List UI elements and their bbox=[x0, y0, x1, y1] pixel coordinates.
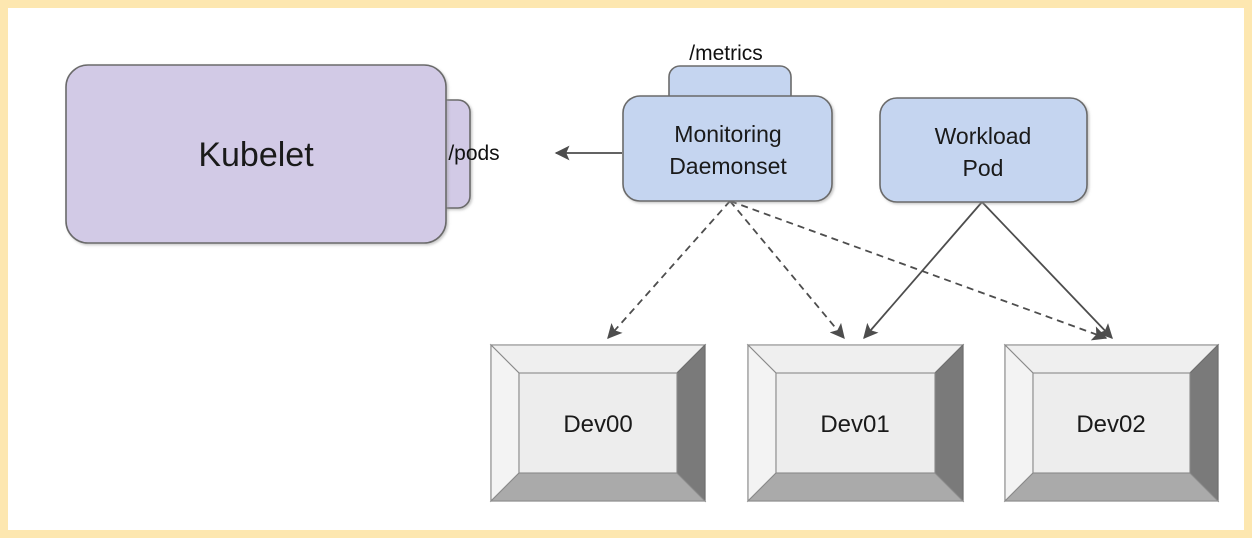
dev02-bevel-top bbox=[1003, 344, 1220, 374]
edge-pod-dev01 bbox=[863, 201, 983, 340]
dev02-bevel-bottom bbox=[1003, 472, 1220, 502]
edge-pod-dev02 bbox=[981, 201, 1113, 339]
monitoring-body bbox=[622, 95, 833, 202]
node-dev02[interactable]: Dev02 bbox=[1003, 343, 1220, 503]
dev01-label: Dev01 bbox=[820, 411, 889, 438]
dev00-label: Dev00 bbox=[563, 411, 632, 438]
workload-pod-body bbox=[879, 97, 1088, 203]
dev01-panel bbox=[775, 372, 936, 474]
kubelet-body bbox=[65, 64, 447, 244]
edge-pods-label: /pods bbox=[448, 142, 499, 165]
edge-mon-dev00 bbox=[607, 200, 731, 340]
edges-monitoring-to-devices bbox=[607, 200, 1108, 341]
dev00-panel bbox=[518, 372, 678, 474]
dev02-panel bbox=[1032, 372, 1191, 474]
node-dev00[interactable]: Dev00 bbox=[489, 343, 707, 503]
edges-workload-to-devices bbox=[863, 201, 1113, 340]
workload-pod-label-line1: Workload bbox=[935, 123, 1032, 149]
node-monitoring-daemonset[interactable]: Monitoring Daemonset bbox=[622, 65, 833, 202]
dev01-bevel-top bbox=[746, 344, 965, 374]
dev00-bevel-top bbox=[489, 344, 707, 374]
metrics-endpoint-label: /metrics bbox=[689, 42, 763, 65]
monitoring-label-line1: Monitoring bbox=[674, 121, 781, 147]
node-kubelet[interactable]: Kubelet bbox=[65, 64, 471, 244]
monitoring-label-line2: Daemonset bbox=[669, 153, 787, 179]
dev00-bevel-bottom bbox=[489, 472, 707, 502]
node-dev01[interactable]: Dev01 bbox=[746, 343, 965, 503]
diagram-svg: Kubelet /pods /metrics Monitoring Daemon… bbox=[65, 42, 1220, 503]
workload-pod-label-line2: Pod bbox=[963, 155, 1004, 181]
edge-mon-dev01 bbox=[729, 200, 845, 340]
kubelet-label: Kubelet bbox=[198, 136, 314, 174]
edge-pods: /pods bbox=[448, 142, 622, 165]
node-workload-pod[interactable]: Workload Pod bbox=[879, 97, 1088, 203]
dev01-bevel-bottom bbox=[746, 472, 965, 502]
edge-mon-dev02 bbox=[729, 200, 1108, 341]
dev02-label: Dev02 bbox=[1076, 411, 1145, 438]
